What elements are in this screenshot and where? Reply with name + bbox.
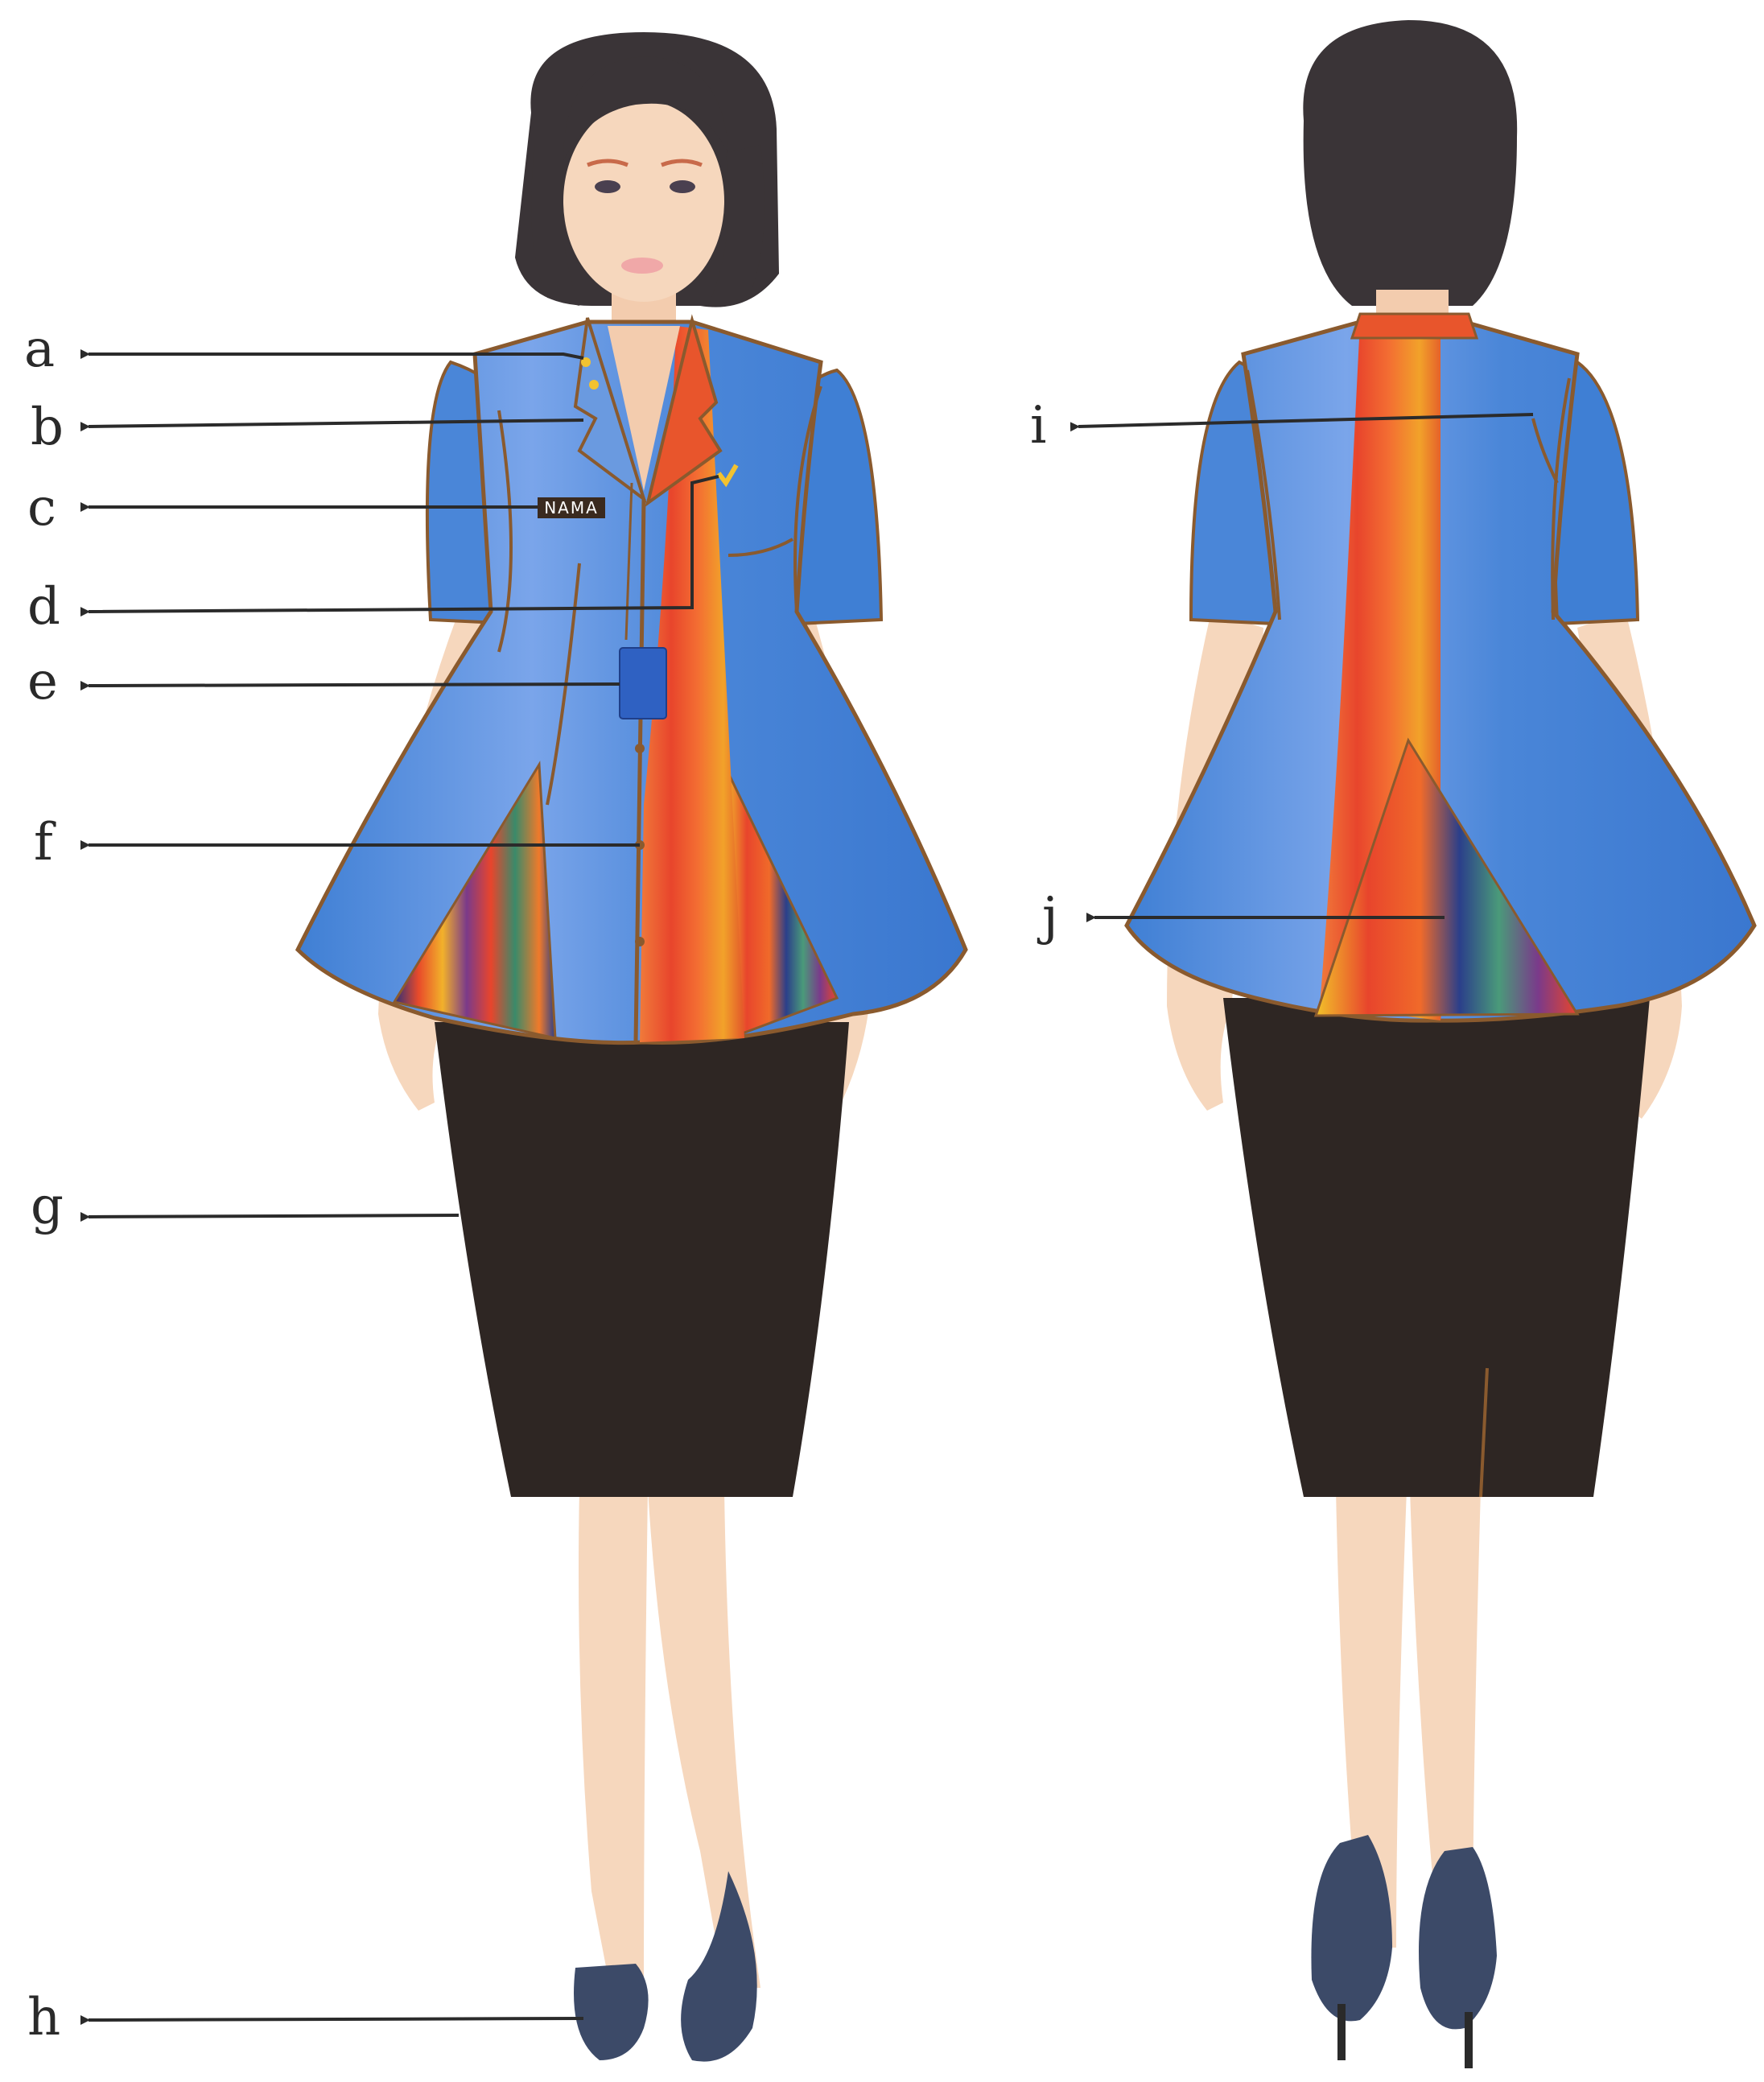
front-pin-bottom [589, 380, 599, 390]
back-shoe-right [1419, 1847, 1497, 2029]
front-button-3 [635, 937, 645, 946]
front-view: NAMA [298, 32, 966, 2062]
back-skirt [1223, 998, 1650, 1497]
back-collar [1352, 314, 1477, 338]
label-b: b [31, 398, 64, 457]
back-heel-left [1337, 2004, 1346, 2060]
label-h: h [27, 1988, 60, 2047]
back-heel-right [1465, 2012, 1473, 2068]
arrow-e [89, 684, 620, 686]
front-id-card [620, 648, 666, 719]
back-hair [1303, 20, 1517, 306]
front-eye-left [595, 180, 620, 193]
label-g: g [31, 1177, 64, 1236]
front-shoe-left [574, 1964, 649, 2060]
label-i: i [1030, 396, 1046, 456]
front-leg-left [579, 1489, 648, 1996]
label-a: a [24, 320, 55, 379]
front-button-1 [635, 744, 645, 753]
back-shoe-left [1311, 1835, 1392, 2021]
front-lips [621, 258, 663, 274]
front-skirt [435, 1022, 849, 1497]
label-c: c [27, 478, 56, 538]
front-eye-right [670, 180, 695, 193]
label-j: j [1037, 887, 1058, 946]
arrow-h [89, 2018, 583, 2020]
arrow-g [89, 1215, 459, 1217]
label-e: e [27, 652, 58, 711]
front-name-tag-text: NAMA [544, 498, 599, 517]
label-f: f [34, 813, 56, 872]
label-d: d [27, 577, 60, 637]
back-view [1127, 20, 1754, 2068]
